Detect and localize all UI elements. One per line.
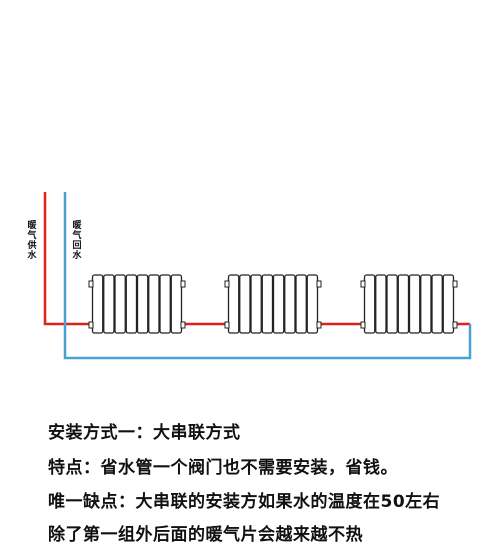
install-method-title: 安装方式一：大串联方式	[48, 423, 241, 443]
radiator-fin	[239, 274, 251, 334]
radiator-fin	[420, 274, 432, 334]
radiator-fin	[386, 274, 398, 334]
radiator-fin	[431, 274, 443, 334]
radiator-fin	[170, 274, 183, 334]
radiator-fin	[284, 274, 296, 334]
radiator-fin	[125, 274, 138, 334]
radiator-fin	[148, 274, 160, 334]
features-text: 特点：省水管一个阀门也不需要安装，省钱。	[48, 458, 398, 478]
radiator-fin	[159, 274, 171, 334]
return-pipe-label: 暖气回水	[72, 221, 82, 261]
radiator-plug	[452, 321, 458, 329]
radiator-fin	[442, 274, 455, 334]
radiator-fin	[91, 274, 104, 334]
radiator-fin	[375, 274, 387, 334]
supply-pipe-label: 暖气供水	[27, 221, 37, 261]
radiator-fin	[261, 274, 274, 334]
radiator-fin	[250, 274, 262, 334]
radiator-plug	[224, 321, 230, 329]
radiator-fin	[363, 274, 376, 334]
drawback-text: 唯一缺点：大串联的安装方如果水的温度在50左右	[48, 492, 441, 512]
radiator-plug	[224, 280, 230, 288]
radiator-plug	[360, 280, 366, 288]
series-radiator-diagram	[43, 192, 472, 360]
radiator-fin	[272, 274, 285, 334]
radiator-plug	[316, 321, 322, 329]
radiator-plug	[452, 280, 458, 288]
radiator-fin	[227, 274, 240, 334]
radiator-fin	[306, 274, 319, 334]
radiator-plug	[180, 321, 186, 329]
radiator-fin	[136, 274, 149, 334]
supply-pipe	[43, 192, 92, 326]
radiator-plug	[88, 280, 94, 288]
radiator-1	[88, 274, 186, 334]
radiator-fin	[408, 274, 421, 334]
radiator-3	[360, 274, 458, 334]
return-pipe	[63, 192, 472, 360]
radiator-fin	[103, 274, 115, 334]
radiator-plug	[316, 280, 322, 288]
radiator-plug	[360, 321, 366, 329]
radiator-fin	[114, 274, 126, 334]
radiator-2	[224, 274, 322, 334]
radiator-fin	[397, 274, 410, 334]
radiator-plug	[88, 321, 94, 329]
radiator-fin	[295, 274, 307, 334]
radiator-plug	[180, 280, 186, 288]
